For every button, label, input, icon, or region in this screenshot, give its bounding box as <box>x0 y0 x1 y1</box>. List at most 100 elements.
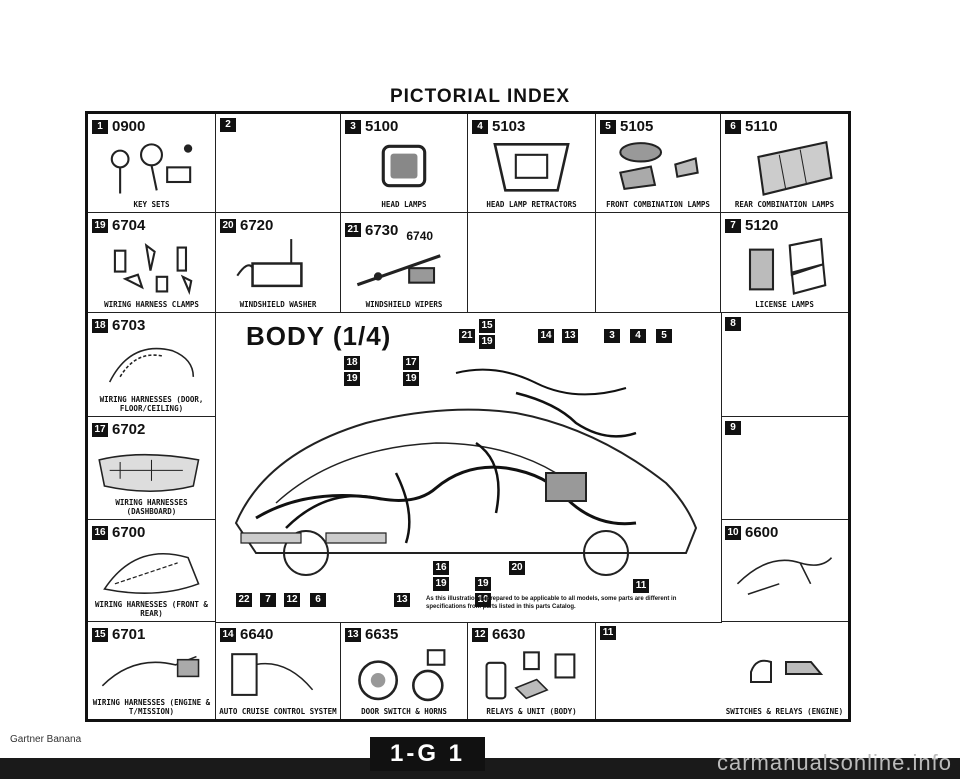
part-code: 6704 <box>112 217 146 234</box>
applicability-note: As this illustration is prepared to be a… <box>426 596 677 610</box>
page-title: PICTORIAL INDEX <box>389 86 571 107</box>
cell-number: 3 <box>345 119 361 134</box>
cell-number: 11 <box>600 626 616 640</box>
cell-caption: WIRING HARNESSES (DASHBOARD) <box>115 498 188 516</box>
cell-number: 5 <box>600 119 616 134</box>
watermark: carmanualsonline.info <box>716 750 952 775</box>
callout[interactable]: 15 <box>479 319 495 333</box>
callout[interactable]: 6 <box>310 593 326 607</box>
callout[interactable]: 4 <box>630 329 646 343</box>
front-rear-harness-icon <box>103 553 200 595</box>
part-code: 6701 <box>112 626 146 643</box>
rear-lamp-icon <box>757 141 833 196</box>
cell-caption: WIRING HARNESSES (DOOR, FLOOR/CEILING) <box>99 395 204 413</box>
part-code: 5100 <box>365 118 399 135</box>
callout[interactable]: 3 <box>604 329 620 343</box>
callout[interactable]: 21 <box>459 329 475 343</box>
cell-empty-b <box>596 213 721 313</box>
cell-9[interactable]: 9 <box>721 417 848 520</box>
callout[interactable]: 20 <box>509 561 525 575</box>
callout[interactable]: 12 <box>284 593 300 607</box>
callout[interactable]: 19 <box>344 372 360 386</box>
part-code: 6640 <box>240 626 274 643</box>
callout[interactable]: 16 <box>433 561 449 575</box>
part-code: 6630 <box>492 626 526 643</box>
callout[interactable]: 14 <box>538 329 554 343</box>
cell-door-floor-harness[interactable]: 18 6703 WIRING HARNESSES (DOOR, FLOOR/CEI… <box>88 313 216 417</box>
cell-2[interactable]: 2 <box>216 114 341 213</box>
callout[interactable]: 19 <box>479 335 495 349</box>
cell-number: 13 <box>345 627 361 642</box>
part-code: 5103 <box>492 118 526 135</box>
harness-6600-icon <box>736 557 833 596</box>
callout[interactable]: 19 <box>475 577 491 591</box>
keys-icon <box>110 143 193 194</box>
cell-6600[interactable]: 10 6600 <box>721 520 848 622</box>
part-code-secondary: 6740 <box>406 229 434 243</box>
cell-head-lamps[interactable]: 3 5100 HEAD LAMPS <box>341 114 468 213</box>
part-code: 6700 <box>112 524 146 541</box>
callout[interactable]: 17 <box>403 356 419 370</box>
callout[interactable]: 10 <box>475 593 491 607</box>
cell-number: 1 <box>92 119 108 134</box>
license-lamp-icon <box>748 237 827 295</box>
callout[interactable]: 19 <box>403 372 419 386</box>
callout[interactable]: 5 <box>656 329 672 343</box>
body-title: BODY (1/4) <box>246 321 392 351</box>
cell-number: 19 <box>92 218 108 233</box>
cell-number: 16 <box>92 525 108 540</box>
cell-number: 10 <box>725 525 741 540</box>
cell-caption: HEAD LAMPS <box>381 200 427 209</box>
cell-license-lamps[interactable]: 7 5120 LICENSE LAMPS <box>721 213 848 313</box>
part-code: 6600 <box>745 524 779 541</box>
front-lamp-icon <box>619 142 699 191</box>
callout[interactable]: 22 <box>236 593 252 607</box>
callout[interactable]: 19 <box>433 577 449 591</box>
cell-caption: FRONT COMBINATION LAMPS <box>606 200 710 209</box>
part-code: 6635 <box>365 626 399 643</box>
cell-number: 15 <box>92 627 108 642</box>
part-code: 6703 <box>112 317 146 334</box>
cell-number: 17 <box>92 422 108 437</box>
callout[interactable]: 18 <box>344 356 360 370</box>
cell-caption: AUTO CRUISE CONTROL SYSTEM <box>219 707 337 716</box>
callout[interactable]: 11 <box>633 579 649 593</box>
page-number: 1-G 1 <box>370 737 485 771</box>
head-lamp-icon <box>381 144 427 188</box>
part-code: 0900 <box>112 118 146 135</box>
cell-number: 4 <box>472 119 488 134</box>
cell-8[interactable]: 8 <box>721 313 848 417</box>
cell-caption: HEAD LAMP RETRACTORS <box>486 200 577 209</box>
cell-wiring-harness-clamps[interactable]: 19 6704 WIRING HARNESS CLAMPS <box>88 213 216 313</box>
washer-tank-icon <box>236 239 303 288</box>
part-code: 5120 <box>745 217 779 234</box>
cell-number: 7 <box>725 218 741 233</box>
cell-switches-relays[interactable]: 11 SWITCHES & RELAYS (ENGINE) <box>596 622 848 719</box>
callout[interactable]: 13 <box>562 329 578 343</box>
body-illustration-panel: BODY (1/4) 21 15 19 14 13 3 4 5 18 19 17… <box>216 313 722 623</box>
cell-number: 18 <box>92 318 108 333</box>
cell-empty-a <box>468 213 596 313</box>
cell-door-switch-horns[interactable]: 13 6635 DOOR SWITCH & HORNS <box>341 622 468 719</box>
callout[interactable]: 13 <box>394 593 410 607</box>
cell-caption: DOOR SWITCH & HORNS <box>361 707 447 716</box>
callout[interactable]: 7 <box>260 593 276 607</box>
cell-caption: LICENSE LAMPS <box>755 300 814 309</box>
cell-number: 2 <box>220 118 236 132</box>
relay-icon <box>485 651 576 700</box>
cell-caption: REAR COMBINATION LAMPS <box>734 200 835 209</box>
cell-head-lamp-retractors[interactable]: 4 5103 HEAD LAMP RETRACTORS <box>468 114 596 213</box>
cell-number: 21 <box>345 223 361 237</box>
cell-caption: WIRING HARNESS CLAMPS <box>104 300 199 309</box>
cell-caption: SWITCHES & RELAYS (ENGINE) <box>725 707 844 716</box>
